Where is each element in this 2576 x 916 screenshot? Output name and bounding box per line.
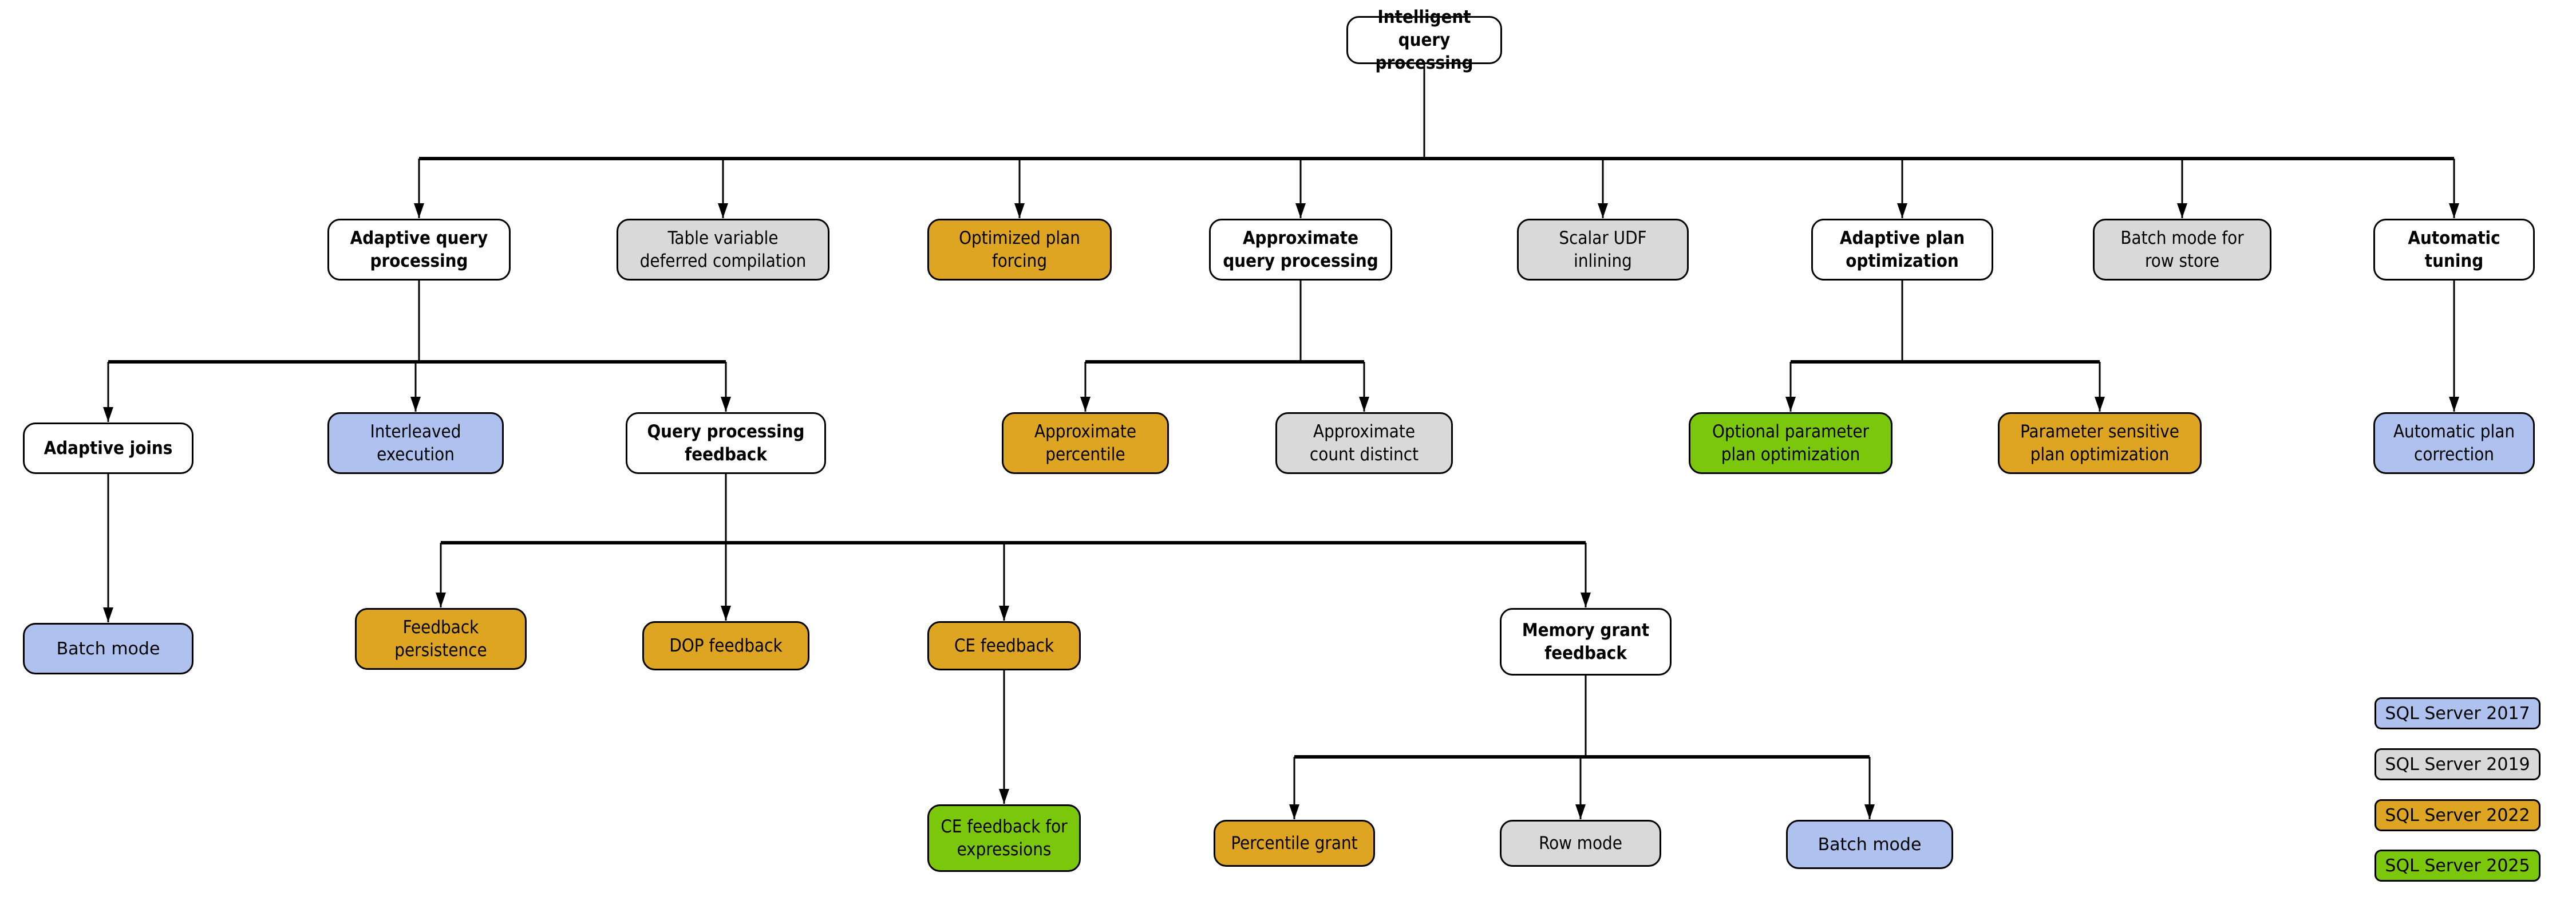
node-opf[interactable]: Optimized plan forcing	[927, 219, 1112, 281]
node-label: Optimized plan forcing	[959, 227, 1080, 271]
node-interleaved[interactable]: Interleaved execution	[327, 412, 504, 474]
connector-arrowhead	[718, 203, 728, 218]
legend-item-label: SQL Server 2025	[2385, 855, 2530, 876]
connector-arrowhead	[999, 789, 1009, 804]
connector-arrowhead	[1575, 804, 1586, 819]
connector-arrowhead	[2449, 203, 2459, 218]
node-label: Table variable deferred compilation	[639, 227, 807, 271]
node-label: Adaptive plan optimization	[1839, 227, 1965, 271]
node-label: Percentile grant	[1231, 832, 1358, 854]
node-label: Parameter sensitive plan optimization	[2020, 421, 2179, 465]
legend-item-2: SQL Server 2022	[2374, 799, 2541, 831]
node-batchmode2[interactable]: Batch mode	[1786, 820, 1953, 869]
node-approxqp[interactable]: Approximate query processing	[1209, 219, 1392, 281]
node-oppo[interactable]: Optional parameter plan optimization	[1689, 412, 1893, 474]
node-label: Approximate query processing	[1223, 227, 1378, 271]
connector-arrowhead	[103, 407, 113, 422]
node-qpfeedback[interactable]: Query processing feedback	[626, 412, 826, 474]
connector-arrowhead	[1359, 397, 1369, 412]
connector-arrowhead	[103, 607, 113, 622]
node-label: Optional parameter plan optimization	[1712, 421, 1869, 465]
node-tvdc[interactable]: Table variable deferred compilation	[617, 219, 829, 281]
node-pspo[interactable]: Parameter sensitive plan optimization	[1998, 412, 2202, 474]
connector-arrowhead	[1080, 397, 1091, 412]
connector-arrowhead	[1598, 203, 1608, 218]
connector-arrowhead	[1785, 397, 1796, 412]
node-batchmode1[interactable]: Batch mode	[23, 623, 193, 674]
node-label: Interleaved execution	[370, 421, 461, 465]
legend-item-label: SQL Server 2017	[2385, 703, 2530, 724]
node-apc[interactable]: Automatic plan correction	[2373, 412, 2535, 474]
connector-arrowhead	[1289, 804, 1299, 819]
connector-arrowhead	[721, 397, 731, 412]
node-label: Adaptive query processing	[350, 227, 488, 271]
node-udfinline[interactable]: Scalar UDF inlining	[1517, 219, 1689, 281]
node-fbpersist[interactable]: Feedback persistence	[355, 608, 527, 670]
node-label: Batch mode	[56, 638, 160, 659]
connector-arrowhead	[1897, 203, 1907, 218]
legend-item-label: SQL Server 2019	[2385, 754, 2530, 775]
node-bmrs[interactable]: Batch mode for row store	[2093, 219, 2271, 281]
node-ceexpr[interactable]: CE feedback for expressions	[927, 804, 1081, 872]
node-label: Batch mode for row store	[2120, 227, 2244, 271]
node-label: DOP feedback	[669, 635, 783, 656]
node-label: Automatic plan correction	[2393, 421, 2515, 465]
node-label: Row mode	[1539, 832, 1622, 854]
node-label: CE feedback for expressions	[941, 816, 1068, 860]
node-dopfeedback[interactable]: DOP feedback	[642, 621, 809, 670]
connector-arrowhead	[1014, 203, 1025, 218]
node-label: Scalar UDF inlining	[1559, 227, 1647, 271]
node-memgrant[interactable]: Memory grant feedback	[1500, 608, 1672, 676]
connector-arrowhead	[2095, 397, 2105, 412]
node-label: Approximate percentile	[1034, 421, 1136, 465]
node-label: Query processing feedback	[647, 421, 805, 465]
node-label: Feedback persistence	[394, 617, 487, 661]
connector-arrowhead	[2177, 203, 2187, 218]
connector-arrowhead	[721, 606, 731, 621]
connector-arrowhead	[2449, 397, 2459, 412]
node-label: Approximate count distinct	[1309, 421, 1419, 465]
node-label: Memory grant feedback	[1522, 619, 1650, 664]
node-root[interactable]: Intelligent query processing	[1346, 7, 1502, 73]
node-rowmode[interactable]: Row mode	[1500, 820, 1661, 867]
connector-arrowhead	[414, 203, 424, 218]
legend-item-label: SQL Server 2022	[2385, 805, 2530, 826]
legend-item-1: SQL Server 2019	[2374, 748, 2541, 780]
node-adaptivejoins[interactable]: Adaptive joins	[23, 423, 193, 474]
connector-arrowhead	[999, 606, 1009, 621]
node-label: Intelligent query processing	[1375, 6, 1473, 74]
node-label: Batch mode	[1818, 834, 1922, 855]
node-approxcount[interactable]: Approximate count distinct	[1275, 412, 1453, 474]
node-pctgrant[interactable]: Percentile grant	[1214, 820, 1375, 867]
node-autotune[interactable]: Automatic tuning	[2373, 219, 2535, 281]
legend-item-3: SQL Server 2025	[2374, 850, 2541, 882]
node-apo[interactable]: Adaptive plan optimization	[1811, 219, 1993, 281]
node-aqp[interactable]: Adaptive query processing	[327, 219, 511, 281]
node-label: CE feedback	[954, 635, 1054, 656]
connector-arrowhead	[436, 593, 446, 607]
connector-arrowhead	[410, 397, 421, 412]
node-label: Adaptive joins	[44, 437, 173, 459]
connector-arrowhead	[1864, 804, 1875, 819]
node-approxpct[interactable]: Approximate percentile	[1002, 412, 1169, 474]
node-cefeedback[interactable]: CE feedback	[927, 621, 1081, 670]
connector-arrowhead	[1581, 593, 1591, 607]
connector-arrowhead	[1295, 203, 1306, 218]
node-label: Automatic tuning	[2408, 227, 2500, 271]
legend-item-0: SQL Server 2017	[2374, 697, 2541, 729]
